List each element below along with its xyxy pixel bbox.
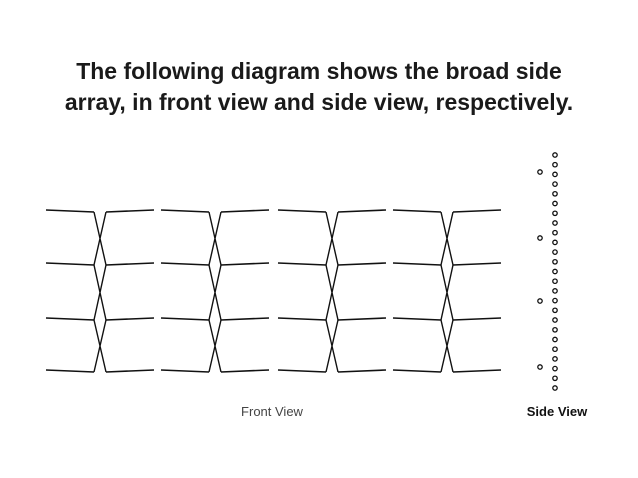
side-view-label: Side View bbox=[527, 404, 588, 419]
transmission-line-crossover bbox=[93, 319, 107, 373]
side-view-offset-dot bbox=[537, 298, 543, 304]
front-view-label: Front View bbox=[241, 404, 304, 419]
dipole-element bbox=[160, 209, 270, 213]
dipole-element bbox=[277, 317, 387, 321]
dipole-element bbox=[45, 262, 155, 266]
dipole-element bbox=[160, 369, 270, 373]
dipole-element bbox=[392, 317, 502, 321]
dipole-element bbox=[45, 209, 155, 213]
front-view-column bbox=[392, 209, 502, 373]
transmission-line-crossover bbox=[208, 211, 222, 266]
front-view-column bbox=[277, 209, 387, 373]
side-view-element-dot bbox=[552, 336, 558, 343]
side-view-element-dot bbox=[552, 317, 558, 323]
side-view-element-dot bbox=[552, 249, 558, 255]
dipole-element bbox=[45, 317, 155, 321]
front-view-array bbox=[45, 209, 502, 373]
transmission-line-crossover bbox=[208, 264, 222, 321]
side-view-element-dot bbox=[552, 346, 558, 353]
side-view-element-dot bbox=[552, 258, 558, 265]
side-view-element-dot bbox=[552, 268, 558, 275]
side-view-offset-dot bbox=[537, 169, 543, 175]
side-view-element-dot bbox=[552, 161, 558, 168]
dipole-element bbox=[277, 209, 387, 213]
front-view-column bbox=[45, 209, 155, 373]
slide-title-line-1: The following diagram shows the broad si… bbox=[76, 58, 562, 84]
transmission-line-crossover bbox=[325, 319, 339, 373]
side-view-offset-dot bbox=[537, 364, 543, 370]
slide-title: The following diagram shows the broad si… bbox=[20, 56, 618, 118]
transmission-line-crossover bbox=[325, 264, 339, 321]
dipole-element bbox=[277, 369, 387, 373]
transmission-line-crossover bbox=[440, 211, 454, 266]
transmission-line-crossover bbox=[440, 319, 454, 373]
dipole-element bbox=[392, 369, 502, 373]
side-view-element-dot bbox=[552, 288, 558, 294]
side-view-element-dot bbox=[552, 181, 558, 187]
transmission-line-crossover bbox=[93, 264, 107, 321]
side-view-element-dot bbox=[552, 152, 558, 158]
transmission-line-crossover bbox=[93, 211, 107, 266]
side-view-element-dot bbox=[552, 278, 558, 285]
dipole-element bbox=[45, 369, 155, 373]
transmission-line-crossover bbox=[325, 211, 339, 266]
dipole-element bbox=[277, 262, 387, 266]
dipole-element bbox=[392, 262, 502, 266]
side-view-element-dot bbox=[552, 210, 558, 217]
side-view-array bbox=[537, 152, 558, 391]
side-view-element-dot bbox=[552, 220, 558, 226]
side-view-element-dot bbox=[552, 200, 558, 207]
side-view-element-dot bbox=[552, 307, 558, 314]
side-view-element-dot bbox=[552, 326, 558, 333]
dipole-element bbox=[160, 317, 270, 321]
side-view-element-dot bbox=[552, 297, 558, 304]
front-view-column bbox=[160, 209, 270, 373]
side-view-element-dot bbox=[552, 375, 558, 382]
side-view-element-dot bbox=[552, 385, 558, 391]
side-view-element-dot bbox=[552, 239, 558, 246]
side-view-element-dot bbox=[552, 356, 558, 362]
side-view-element-dot bbox=[552, 229, 558, 236]
transmission-line-crossover bbox=[440, 264, 454, 321]
side-view-element-dot bbox=[552, 365, 558, 372]
transmission-line-crossover bbox=[208, 319, 222, 373]
side-view-element-dot bbox=[552, 171, 558, 178]
slide-title-line-2: array, in front view and side view, resp… bbox=[64, 89, 574, 115]
dipole-element bbox=[392, 209, 502, 213]
side-view-element-dot bbox=[552, 190, 558, 197]
side-view-offset-dot bbox=[537, 235, 543, 241]
dipole-element bbox=[160, 262, 270, 266]
